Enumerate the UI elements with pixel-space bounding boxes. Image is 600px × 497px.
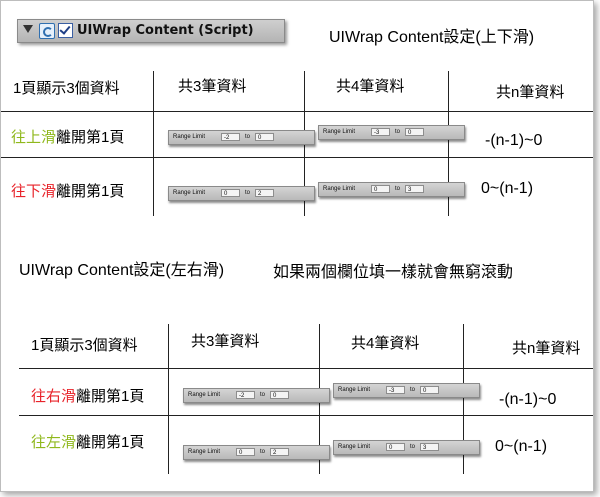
section-vertical-title: UIWrap Content設定(上下滑) (329, 29, 535, 46)
table-divider (19, 415, 593, 416)
range-to-label: to (410, 444, 416, 450)
script-title: UIWrap Content (Script) (77, 23, 254, 38)
range-max-input[interactable]: 2 (270, 448, 289, 456)
range-limit-field: Range Limit 0 to 2 (168, 186, 315, 201)
row-label: 往左滑離開第1頁 (31, 431, 144, 452)
foldout-arrow-icon[interactable] (23, 25, 33, 33)
range-min-input[interactable]: 0 (371, 185, 390, 193)
direction-suffix: 離開第1頁 (56, 129, 125, 146)
header-col-n: 共n筆資料 (496, 84, 565, 101)
range-limit-label: Range Limit (338, 387, 371, 393)
table-divider (1, 111, 593, 112)
range-min-input[interactable]: 0 (236, 448, 255, 456)
header-label: 1頁顯示3個資料 (13, 80, 120, 97)
range-to-label: to (260, 392, 266, 398)
range-min-input[interactable]: 0 (386, 443, 405, 451)
range-max-input[interactable]: 2 (255, 189, 274, 197)
range-limit-field: Range Limit 0 to 3 (333, 440, 480, 455)
range-max-input[interactable]: 3 (405, 185, 424, 193)
range-limit-field: Range Limit 0 to 3 (318, 182, 465, 197)
header-col-4: 共4筆資料 (336, 78, 405, 95)
range-limit-field: Range Limit -2 to 0 (168, 130, 315, 145)
range-limit-label: Range Limit (188, 392, 221, 398)
range-max-input[interactable]: 0 (405, 128, 424, 136)
range-limit-label: Range Limit (173, 190, 206, 196)
range-limit-label: Range Limit (338, 444, 371, 450)
header-col-3: 共3筆資料 (191, 333, 260, 350)
range-limit-label: Range Limit (323, 186, 356, 192)
direction-suffix: 離開第1頁 (56, 183, 125, 200)
range-min-input[interactable]: 0 (221, 189, 240, 197)
range-to-label: to (245, 190, 251, 196)
column-divider (463, 324, 464, 474)
range-max-input[interactable]: 3 (420, 443, 439, 451)
column-divider (448, 71, 449, 216)
range-limit-field: Range Limit -3 to 0 (318, 125, 465, 140)
range-limit-label: Range Limit (188, 449, 221, 455)
header-col-4: 共4筆資料 (351, 335, 420, 352)
section-horizontal-note: 如果兩個欄位填一樣就會無窮滾動 (273, 264, 514, 281)
range-to-label: to (260, 449, 266, 455)
enabled-checkbox[interactable] (58, 23, 73, 38)
header-label: 1頁顯示3個資料 (31, 337, 138, 354)
range-to-label: to (245, 134, 251, 140)
range-max-input[interactable]: 0 (255, 133, 274, 141)
row-label: 往下滑離開第1頁 (11, 180, 124, 201)
formula-text: 0~(n-1) (495, 438, 548, 455)
direction-prefix: 往右滑 (31, 388, 77, 405)
direction-prefix: 往左滑 (31, 434, 77, 451)
direction-suffix: 離開第1頁 (76, 388, 145, 405)
row-label: 往右滑離開第1頁 (31, 385, 144, 406)
range-to-label: to (410, 387, 416, 393)
range-min-input[interactable]: -3 (386, 386, 405, 394)
range-min-input[interactable]: -2 (221, 133, 240, 141)
script-component-header[interactable]: UIWrap Content (Script) (17, 19, 285, 43)
range-limit-field: Range Limit -2 to 0 (183, 388, 330, 403)
header-col-n: 共n筆資料 (512, 340, 581, 357)
range-max-input[interactable]: 0 (270, 391, 289, 399)
section-horizontal-title: UIWrap Content設定(左右滑) (19, 262, 225, 279)
range-to-label: to (395, 186, 401, 192)
range-limit-label: Range Limit (173, 134, 206, 140)
formula-text: 0~(n-1) (481, 180, 534, 197)
column-divider (153, 71, 154, 216)
range-max-input[interactable]: 0 (420, 386, 439, 394)
range-limit-field: Range Limit -3 to 0 (333, 383, 480, 398)
column-divider (168, 324, 169, 474)
formula-text: -(n-1)~0 (485, 132, 543, 149)
range-limit-field: Range Limit 0 to 2 (183, 445, 330, 460)
header-col-3: 共3筆資料 (178, 78, 247, 95)
direction-prefix: 往上滑 (11, 129, 57, 146)
range-min-input[interactable]: -3 (371, 128, 390, 136)
range-limit-label: Range Limit (323, 129, 356, 135)
direction-suffix: 離開第1頁 (76, 434, 145, 451)
table-divider (19, 368, 593, 369)
csharp-script-icon (39, 23, 55, 39)
formula-text: -(n-1)~0 (499, 391, 557, 408)
range-to-label: to (395, 129, 401, 135)
row-label: 往上滑離開第1頁 (11, 126, 124, 147)
table-divider (1, 157, 593, 158)
range-min-input[interactable]: -2 (236, 391, 255, 399)
direction-prefix: 往下滑 (11, 183, 57, 200)
